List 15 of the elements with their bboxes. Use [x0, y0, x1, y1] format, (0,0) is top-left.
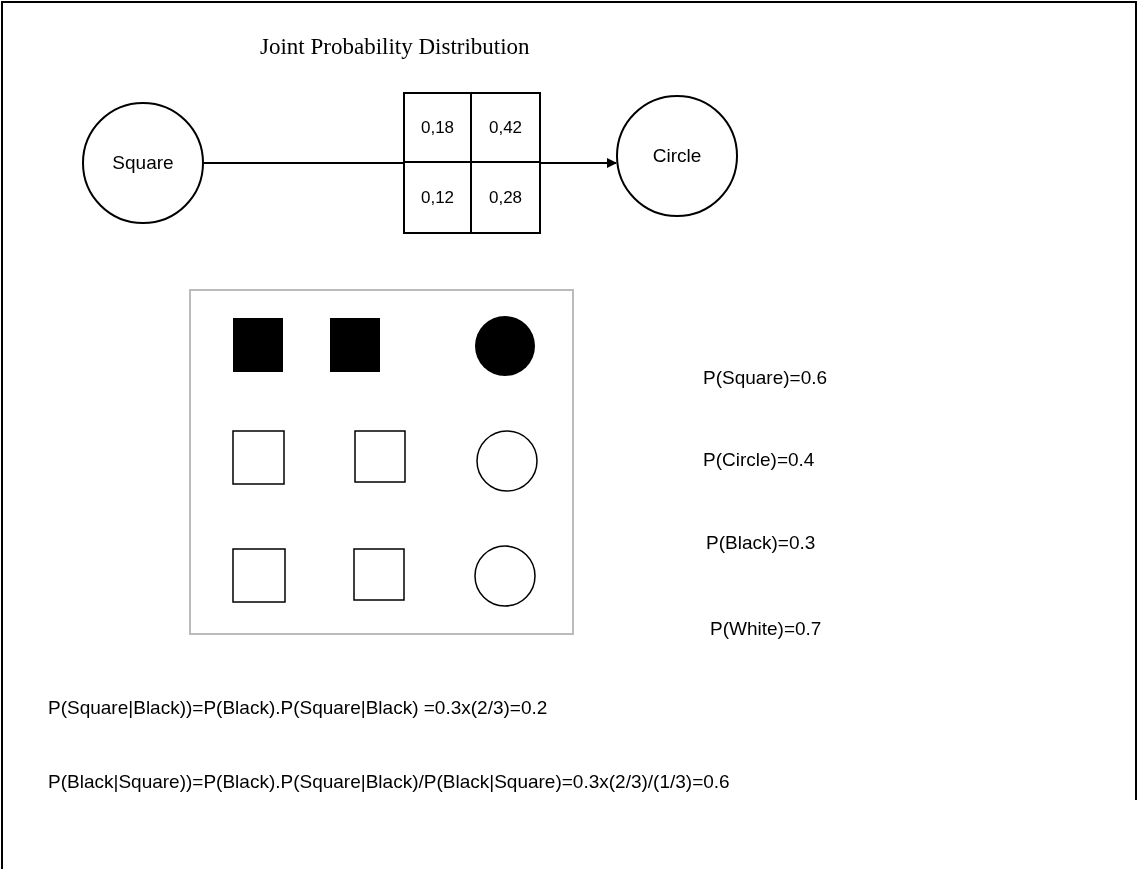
probability-text: P(Circle)=0.4 — [703, 449, 815, 471]
probability-table — [403, 92, 541, 234]
formula-text: P(Square|Black))=P(Black).P(Square|Black) =0.3x(2/3)=0.2 — [48, 697, 548, 719]
probability-text: P(Black)=0.3 — [706, 532, 816, 554]
probability-text: P(Square)=0.6 — [703, 367, 828, 389]
title: Joint Probability Distribution — [260, 34, 530, 60]
table-cell-value: 0,18 — [405, 94, 472, 163]
formula-text: P(Black|Square))=P(Black).P(Square|Black)/P(Black|Square)=0.3x(2/3)/(1/3)=0.6 — [48, 771, 730, 793]
circle-node: Circle — [616, 95, 738, 217]
table-cell-value: 0,42 — [472, 94, 539, 163]
probability-text: P(White)=0.7 — [710, 618, 822, 640]
table-cell-value: 0,12 — [405, 163, 472, 232]
arrow — [540, 158, 617, 168]
circle-node: Square — [82, 102, 204, 224]
table-cell-value: 0,28 — [487, 186, 524, 209]
